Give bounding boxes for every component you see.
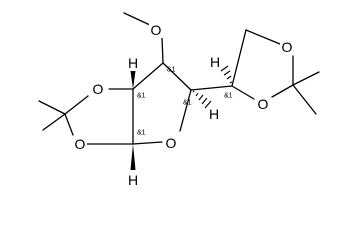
bond-c3-c4: [162, 62, 192, 91]
bond-cq-methyl-a: [38, 100, 66, 115]
bond-o-right-bottom-c5: [231, 85, 255, 100]
bond-cq-methyl-d: [292, 71, 320, 86]
hash-c5-h: [220, 65, 233, 84]
atom-o-dioxolane-left-top: O: [93, 81, 104, 97]
atom-h-c2: H: [128, 55, 138, 71]
bond-methyl-o: [123, 12, 151, 26]
stereo-bonds: [130, 65, 233, 170]
chemical-structure-diagram: O O O O O O H H H H &1 &1 &1 &1 &1: [38, 12, 320, 188]
stereo-c4: &1: [183, 100, 192, 107]
bond-o-c3: [161, 36, 164, 64]
bond-ch2-o-right-top: [245, 29, 281, 45]
bond-cq-o-left-bottom: [64, 113, 74, 136]
stereo-c5: &1: [224, 93, 233, 100]
atom-h-c1: H: [128, 172, 138, 188]
stereo-c3: &1: [167, 67, 176, 74]
bond-cq-methyl-c: [292, 84, 317, 115]
bond-cq-methyl-b: [42, 113, 66, 131]
stereo-descriptors: &1 &1 &1 &1 &1: [137, 67, 233, 137]
structure-canvas: O O O O O O H H H H &1 &1 &1 &1 &1: [38, 12, 320, 188]
atom-o-methoxy: O: [151, 22, 162, 38]
atom-o-dioxolane-right-top: O: [282, 39, 293, 55]
bond-c4-o-furanose: [179, 89, 192, 132]
atom-o-dioxolane-left-bottom: O: [75, 136, 86, 152]
atom-o-furanose: O: [166, 135, 177, 151]
wedge-c2-h: [130, 71, 136, 89]
wedge-c1-h: [130, 144, 136, 170]
bond-c5-ch2: [231, 29, 247, 87]
bond-o-left-top-cq: [64, 95, 89, 115]
atom-h-c4: H: [209, 106, 219, 122]
atom-labels: O O O O O O H H H H: [73, 22, 294, 188]
bond-o-furanose-c1: [132, 141, 163, 145]
bond-c4-c5: [190, 85, 233, 91]
bond-lines: [38, 12, 320, 145]
atom-o-dioxolane-right-bottom: O: [258, 96, 269, 112]
stereo-c1: &1: [137, 130, 146, 137]
atom-h-c5: H: [210, 54, 220, 70]
hash-c4-h: [192, 90, 212, 109]
bond-c2-c3: [132, 62, 164, 90]
stereo-c2: &1: [137, 93, 146, 100]
bond-cq-o-right-bottom: [271, 84, 294, 98]
